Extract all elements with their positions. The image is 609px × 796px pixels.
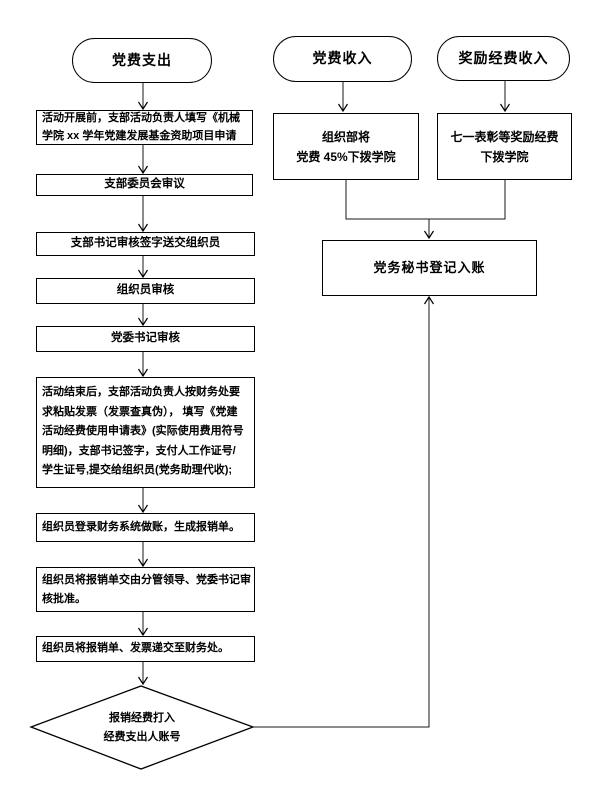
process-branch-secretary-review: 支部书记审核签字送交组织员	[36, 232, 255, 256]
process-after-activity: 活动结束后，支部活动负责人按财务处要 求粘贴发票（发票查真伪）， 填写《党建 活…	[36, 377, 255, 488]
process-leader-approve-label: 组织员将报销单交由分管领导、党委书记审 核批准。	[42, 573, 251, 605]
process-make-account-label: 组织员登录财务系统做账，生成报销单。	[42, 520, 240, 533]
process-branch-secretary-review-label: 支部书记审核签字送交组织员	[70, 237, 221, 250]
process-after-activity-label: 活动结束后，支部活动负责人按财务处要 求粘贴发票（发票查真伪）， 填写《党建 活…	[42, 386, 244, 476]
process-committee-review: 支部委员会审议	[36, 174, 253, 196]
decision-diamond-shape	[29, 685, 255, 770]
process-submit-finance-label: 组织员将报销单、发票递交至财务处。	[42, 642, 229, 655]
terminator-expense-label: 党费支出	[112, 51, 172, 68]
process-party-secretary-review-label: 党委书记审核	[111, 332, 180, 345]
decision-transfer-label: 报销经费打入 经费支出人账号	[103, 711, 181, 743]
process-organizer-review-label: 组织员审核	[116, 284, 175, 297]
terminator-reward: 奖励经费收入	[437, 36, 570, 81]
process-reward-allocate-label: 七一表彰等奖励经费 下拨学院	[450, 129, 559, 164]
process-committee-review-label: 支部委员会审议	[104, 178, 185, 191]
process-reward-allocate: 七一表彰等奖励经费 下拨学院	[437, 113, 572, 180]
connector-allocation-merge	[345, 180, 506, 220]
process-party-secretary-review: 党委书记审核	[36, 326, 255, 352]
terminator-expense: 党费支出	[72, 38, 212, 83]
process-make-account: 组织员登录财务系统做账，生成报销单。	[36, 513, 255, 542]
process-org-dept-allocate-label: 组织部将 党费 45%下拨学院	[296, 129, 396, 164]
terminator-income-label: 党费收入	[312, 50, 373, 67]
process-leader-approve: 组织员将报销单交由分管领导、党委书记审 核批准。	[36, 567, 255, 612]
process-secretary-register-label: 党务秘书登记入账	[373, 259, 486, 275]
process-organizer-review: 组织员审核	[36, 278, 255, 304]
terminator-income: 党费收入	[273, 36, 412, 82]
process-submit-finance: 组织员将报销单、发票递交至财务处。	[36, 636, 255, 662]
decision-transfer: 报销经费打入 经费支出人账号	[58, 699, 226, 756]
process-apply-form: 活动开展前，支部活动负责人填写《机械 学院 xx 学年党建发展基金资助项目申请	[36, 110, 253, 145]
process-org-dept-allocate: 组织部将 党费 45%下拨学院	[273, 113, 419, 180]
process-apply-form-label: 活动开展前，支部活动负责人填写《机械 学院 xx 学年党建发展基金资助项目申请	[42, 112, 240, 142]
connector-decision-to-register	[253, 295, 435, 728]
terminator-reward-label: 奖励经费收入	[458, 49, 549, 66]
process-secretary-register: 党务秘书登记入账	[322, 240, 537, 296]
